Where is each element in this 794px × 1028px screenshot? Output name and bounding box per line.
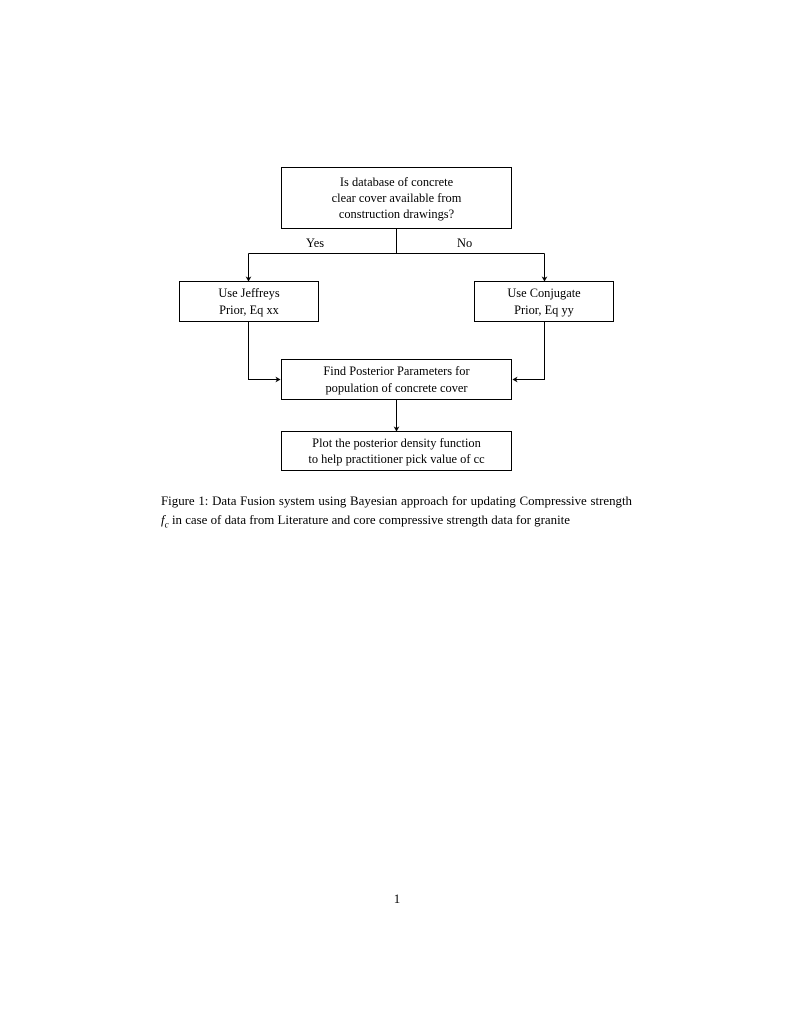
figure-caption-label: Figure 1: [161, 494, 209, 508]
jeffreys-prior-node-line-2: Prior, Eq xx [219, 302, 279, 317]
plot-density-node-line-2: to help practitioner pick value of cc [308, 452, 485, 466]
math-subscript-c: c [164, 520, 169, 531]
posterior-parameters-node: Find Posterior Parameters for population… [281, 359, 512, 400]
conjugate-prior-node-line-1: Use Conjugate [507, 286, 581, 301]
plot-density-node: Plot the posterior density function to h… [281, 431, 512, 471]
decision-node-line-1: Is database of concrete [339, 174, 454, 189]
math-base-f: f [161, 512, 165, 527]
jeffreys-prior-node-line-1: Use Jeffreys [218, 286, 280, 301]
conjugate-prior-node: Use Conjugate Prior, Eq yy [474, 281, 614, 322]
flowchart-connectors [245, 229, 548, 432]
figure-caption-text-part-2: in case of data from Literature and core… [171, 512, 570, 527]
plot-density-node-line-1: Plot the posterior density function [312, 435, 481, 450]
edge-conjugate-to-posterior [512, 322, 545, 383]
figure-caption-math-fc: fc [161, 512, 169, 531]
decision-node-line-3: construction drawings? [338, 207, 455, 222]
edge-label-yes: Yes [306, 236, 325, 250]
figure-caption-text-part-1: Data Fusion system using Bayesian approa… [212, 494, 633, 508]
posterior-parameters-node-line-2: population of concrete cover [325, 380, 468, 395]
figure-caption: Figure 1: Data Fusion system using Bayes… [161, 492, 632, 533]
edge-label-no: No [457, 236, 473, 250]
posterior-parameters-node-line-1: Find Posterior Parameters for [323, 364, 470, 379]
decision-node-line-2: clear cover available from [331, 190, 462, 205]
edge-jeffreys-to-posterior [248, 322, 281, 383]
jeffreys-prior-node: Use Jeffreys Prior, Eq xx [179, 281, 319, 322]
decision-node: Is database of concrete clear cover avai… [281, 167, 512, 229]
figure-flowchart: Is database of concrete clear cover avai… [0, 0, 794, 490]
conjugate-prior-node-line-2: Prior, Eq yy [514, 302, 574, 317]
page-number: 1 [393, 892, 401, 906]
